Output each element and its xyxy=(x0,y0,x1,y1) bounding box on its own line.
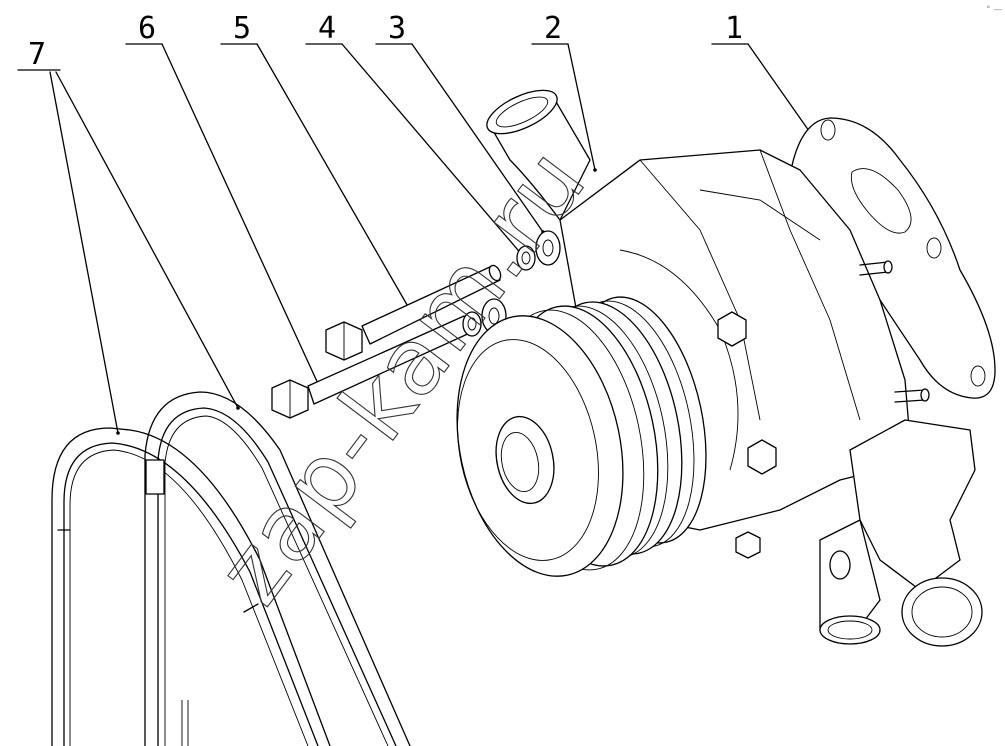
callout-4-label: 4 xyxy=(318,11,336,46)
washer-upper-pair xyxy=(516,230,561,271)
drive-belt-rear xyxy=(144,391,411,746)
callout-3-label: 3 xyxy=(388,11,406,46)
callout-4: 4 xyxy=(305,11,525,258)
callout-7: 7 xyxy=(17,37,240,435)
callout-2: 2 xyxy=(531,11,597,172)
callout-6: 6 xyxy=(125,11,322,390)
callout-5-label: 5 xyxy=(233,11,251,46)
callout-1-label: 1 xyxy=(725,11,743,46)
callout-3: 3 xyxy=(375,11,545,234)
bolt-long-upper xyxy=(325,264,502,361)
pump-pulley xyxy=(456,296,707,577)
callout-6-label: 6 xyxy=(138,11,156,46)
callout-5: 5 xyxy=(220,11,412,312)
drive-belt-front xyxy=(51,427,331,746)
callout-7-label: 7 xyxy=(28,37,46,72)
gasket xyxy=(789,117,996,399)
corner-mark: ° — xyxy=(986,5,1002,15)
callout-2-label: 2 xyxy=(544,11,562,46)
